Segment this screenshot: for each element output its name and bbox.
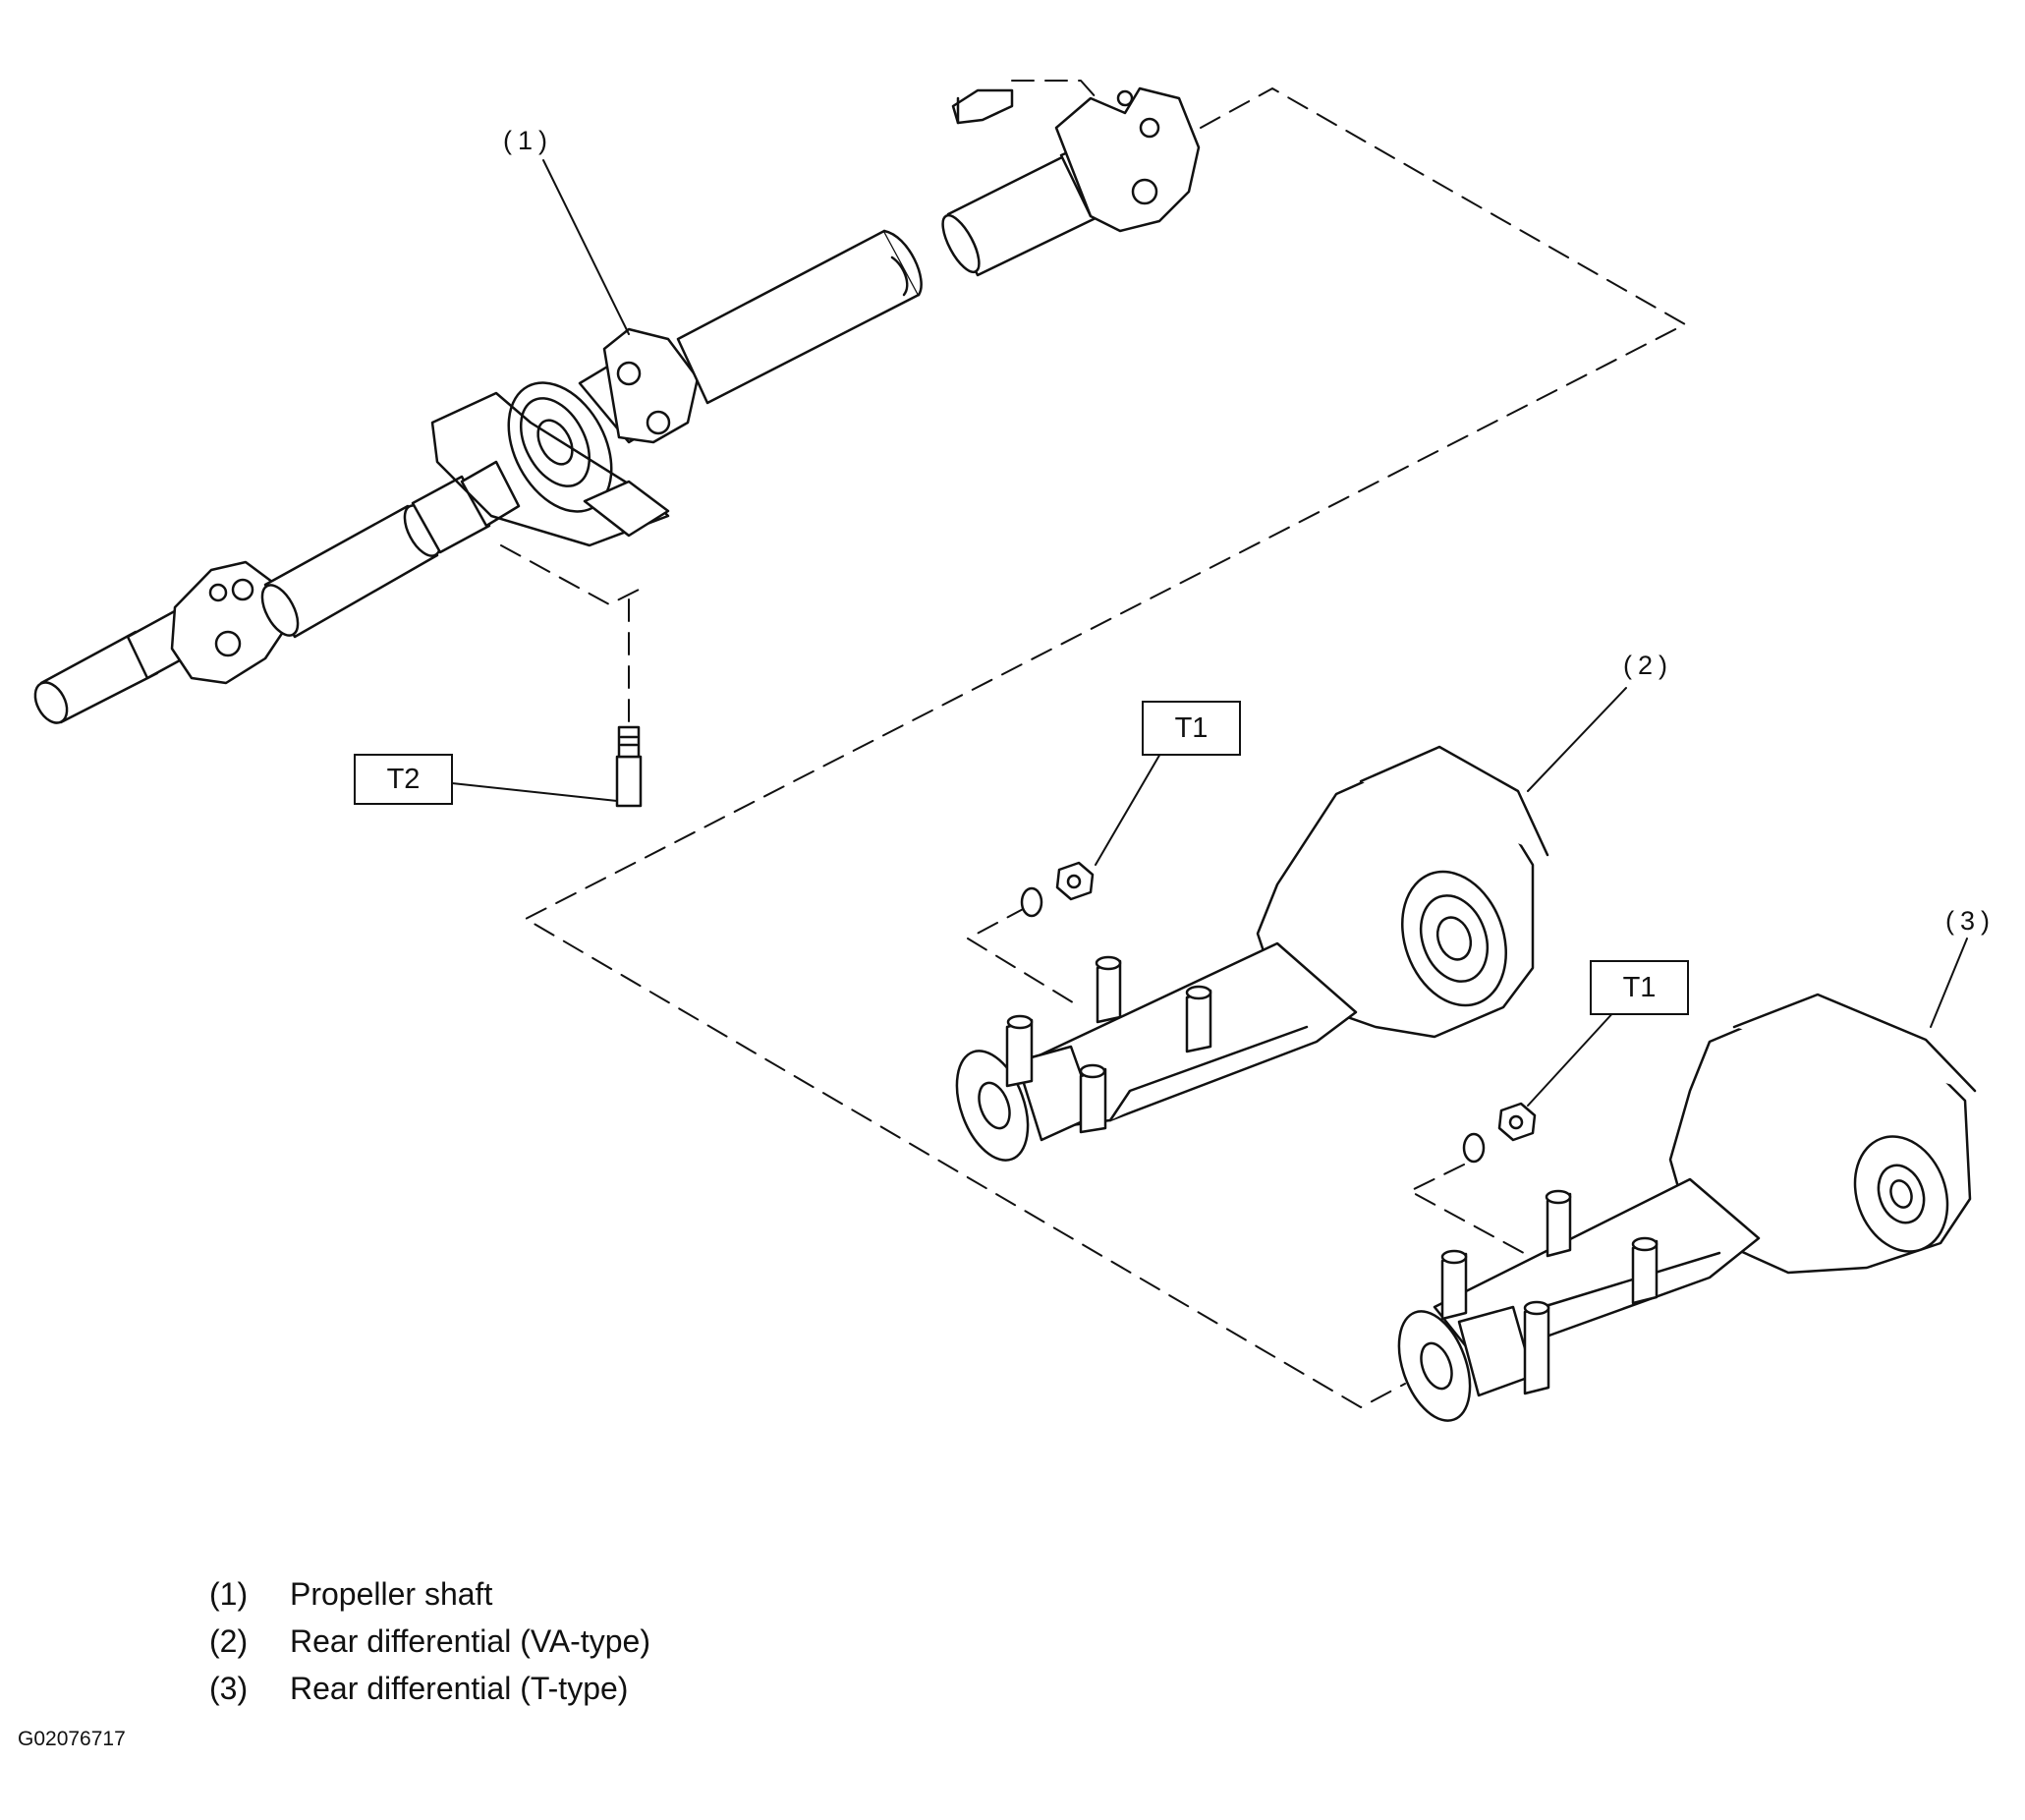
- callout-1: (1): [503, 126, 553, 155]
- legend-number: (1): [209, 1576, 249, 1612]
- va-washer: [1020, 886, 1043, 918]
- legend-number: (2): [209, 1623, 249, 1659]
- rear-differential-t: [1397, 993, 1977, 1422]
- legend-item: (1) Propeller shaft: [209, 1570, 650, 1618]
- rear-universal-joint: [1054, 86, 1201, 233]
- legend-item: (3) Rear differential (T-type): [209, 1665, 650, 1712]
- legend-label: Rear differential (T-type): [290, 1671, 629, 1706]
- legend-item: (2) Rear differential (VA-type): [209, 1618, 650, 1665]
- middle-tube: [676, 229, 921, 405]
- figure-id: G02076717: [18, 1728, 126, 1750]
- legend-label: Rear differential (VA-type): [290, 1623, 650, 1659]
- propeller-shaft: [33, 86, 1201, 808]
- legend-label: Propeller shaft: [290, 1576, 493, 1612]
- callout-2: (2): [1623, 651, 1673, 680]
- torque-box-t1-va: T1: [1142, 701, 1241, 756]
- bearing-bracket: [430, 391, 670, 547]
- assembly-guide-lines: [500, 80, 1686, 1408]
- torque-box-t2: T2: [354, 754, 453, 805]
- front-universal-joint: [170, 560, 287, 685]
- callout-3: (3): [1945, 906, 1996, 936]
- rear-differential-va: [955, 745, 1549, 1162]
- flange-bolt: [951, 88, 1014, 125]
- mount-bolt: [615, 755, 643, 808]
- legend-number: (3): [209, 1671, 249, 1706]
- leader-lines: [451, 159, 1968, 1107]
- t-washer: [1462, 1132, 1486, 1164]
- legend: (1) Propeller shaft (2) Rear differentia…: [209, 1570, 650, 1712]
- torque-box-t1-t: T1: [1590, 960, 1689, 1015]
- center-universal-joint: [602, 327, 700, 444]
